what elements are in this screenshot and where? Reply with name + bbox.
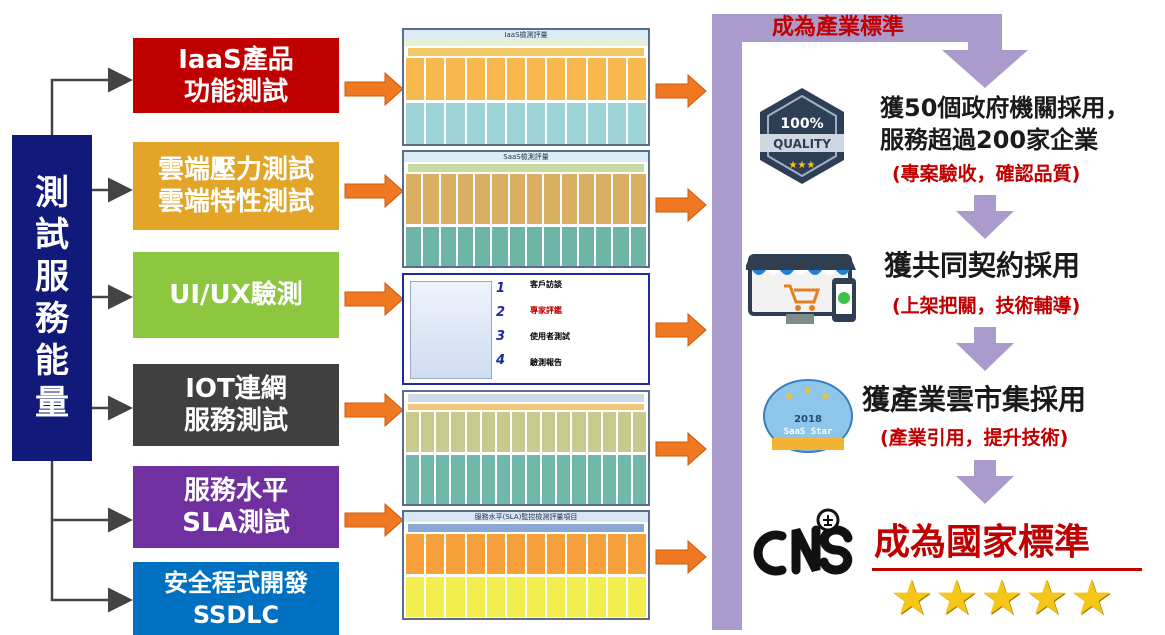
quality-badge-icon: 100% QUALITY ★★★: [760, 88, 844, 184]
saas-star-badge-icon: ★ ★ ★ 2018 SaaS Star: [763, 379, 853, 453]
service-sla-label: 服務水平 SLA測試: [182, 476, 290, 538]
service-uiux: UI/UX驗測: [133, 252, 339, 338]
service-ssdlc-label: 安全程式開發 SSDLC: [164, 568, 308, 629]
test-capability-title: 測 試 服 務 能 量: [12, 135, 92, 461]
flow-path-arrow: [712, 14, 1028, 630]
uiux-step-numbers: 1 2 3 4: [496, 281, 526, 377]
service-iaas-label: IaaS產品 功能測試: [178, 44, 294, 107]
uiux-step-list: 客戶訪談 專家評鑑 使用者測試 驗測報告: [530, 279, 646, 379]
down-arrow: [956, 327, 1014, 371]
star-icon: ★: [1025, 570, 1069, 626]
uiux-process-chart: 1 2 3 4 客戶訪談 專家評鑑 使用者測試 驗測報告: [402, 273, 650, 385]
svg-text:★: ★: [784, 389, 795, 403]
sla-eval-chart: 服務水平(SLA)監控檢測評量項目: [402, 510, 650, 620]
iaas-eval-title: IaaS檢測評量: [404, 30, 648, 40]
step-title: 驗測報告: [530, 358, 562, 367]
service-iot-label: IOT連網 服務測試: [183, 374, 288, 436]
iaas-eval-chart: IaaS檢測評量: [402, 28, 650, 146]
arrow-right: [655, 312, 707, 348]
step2-main: 獲共同契約採用: [884, 249, 1081, 282]
title-char: 量: [35, 383, 69, 423]
step-number: 1: [496, 281, 506, 296]
saas-eval-title: SaaS檢測評量: [404, 152, 648, 162]
step-number: 2: [496, 305, 506, 320]
step-number: 4: [496, 353, 506, 368]
service-iaas: IaaS產品 功能測試: [133, 38, 339, 113]
service-uiux-label: UI/UX驗測: [169, 280, 303, 310]
shop-cart-icon: [746, 254, 856, 324]
step2-sub: (上架把關，技術輔導): [892, 295, 1081, 317]
sla-eval-title: 服務水平(SLA)監控檢測評量項目: [404, 512, 648, 522]
cns-logo-icon: [753, 508, 853, 576]
industry-standard-label: 成為產業標準: [772, 15, 905, 40]
step1-line2: 服務超過200家企業: [880, 126, 1099, 154]
arrow-right: [344, 173, 404, 209]
step-title: 專家評鑑: [530, 306, 562, 315]
step-title: 客戶訪談: [530, 280, 562, 289]
step3-main: 獲產業雲市集採用: [862, 383, 1087, 416]
arrow-right: [344, 502, 404, 538]
arrow-right: [655, 431, 707, 467]
service-iot: IOT連網 服務測試: [133, 364, 339, 446]
service-stress: 雲端壓力測試 雲端特性測試: [133, 142, 339, 230]
badge-percent: 100%: [780, 116, 823, 132]
service-stress-label: 雲端壓力測試 雲端特性測試: [157, 155, 314, 217]
star-icon: ★: [890, 570, 934, 626]
step1-text: 獲50個政府機關採用， 服務超過200家企業: [880, 92, 1129, 156]
svg-text:★★★: ★★★: [789, 160, 816, 171]
badge-name: SaaS Star: [784, 427, 833, 437]
step3-sub: (產業引用，提升技術): [880, 427, 1069, 449]
final-underline: [872, 568, 1142, 571]
arrow-right: [655, 73, 707, 109]
badge-year: 2018: [794, 414, 822, 425]
arrow-right: [344, 392, 404, 428]
star-rating: ★ ★ ★ ★ ★: [890, 574, 1113, 622]
down-arrow: [956, 460, 1014, 504]
title-char: 服: [35, 257, 69, 297]
step-number: 3: [496, 329, 506, 344]
saas-eval-chart: SaaS檢測評量: [402, 150, 650, 268]
step1-line1: 獲50個政府機關採用，: [880, 94, 1130, 122]
badge-word: QUALITY: [773, 137, 831, 151]
arrow-right: [655, 187, 707, 223]
star-icon: ★: [980, 570, 1024, 626]
star-icon: ★: [935, 570, 979, 626]
star-icon: ★: [1070, 570, 1114, 626]
title-char: 測: [35, 173, 69, 213]
final-standard-text: 成為國家標準: [874, 522, 1091, 563]
down-arrow: [956, 195, 1014, 239]
svg-text:★: ★: [820, 389, 831, 403]
arrow-right: [655, 539, 707, 575]
step-title: 使用者測試: [530, 332, 570, 341]
arrow-right: [344, 71, 404, 107]
title-char: 能: [35, 341, 69, 381]
arrow-right: [344, 281, 404, 317]
service-ssdlc: 安全程式開發 SSDLC: [133, 562, 339, 635]
title-char: 試: [35, 215, 69, 255]
svg-text:★: ★: [802, 383, 813, 397]
iot-eval-chart: [402, 390, 650, 506]
uiux-illustration: [410, 281, 492, 379]
step1-sub: (專案驗收，確認品質): [892, 163, 1081, 185]
service-sla: 服務水平 SLA測試: [133, 466, 339, 548]
title-char: 務: [35, 299, 69, 339]
